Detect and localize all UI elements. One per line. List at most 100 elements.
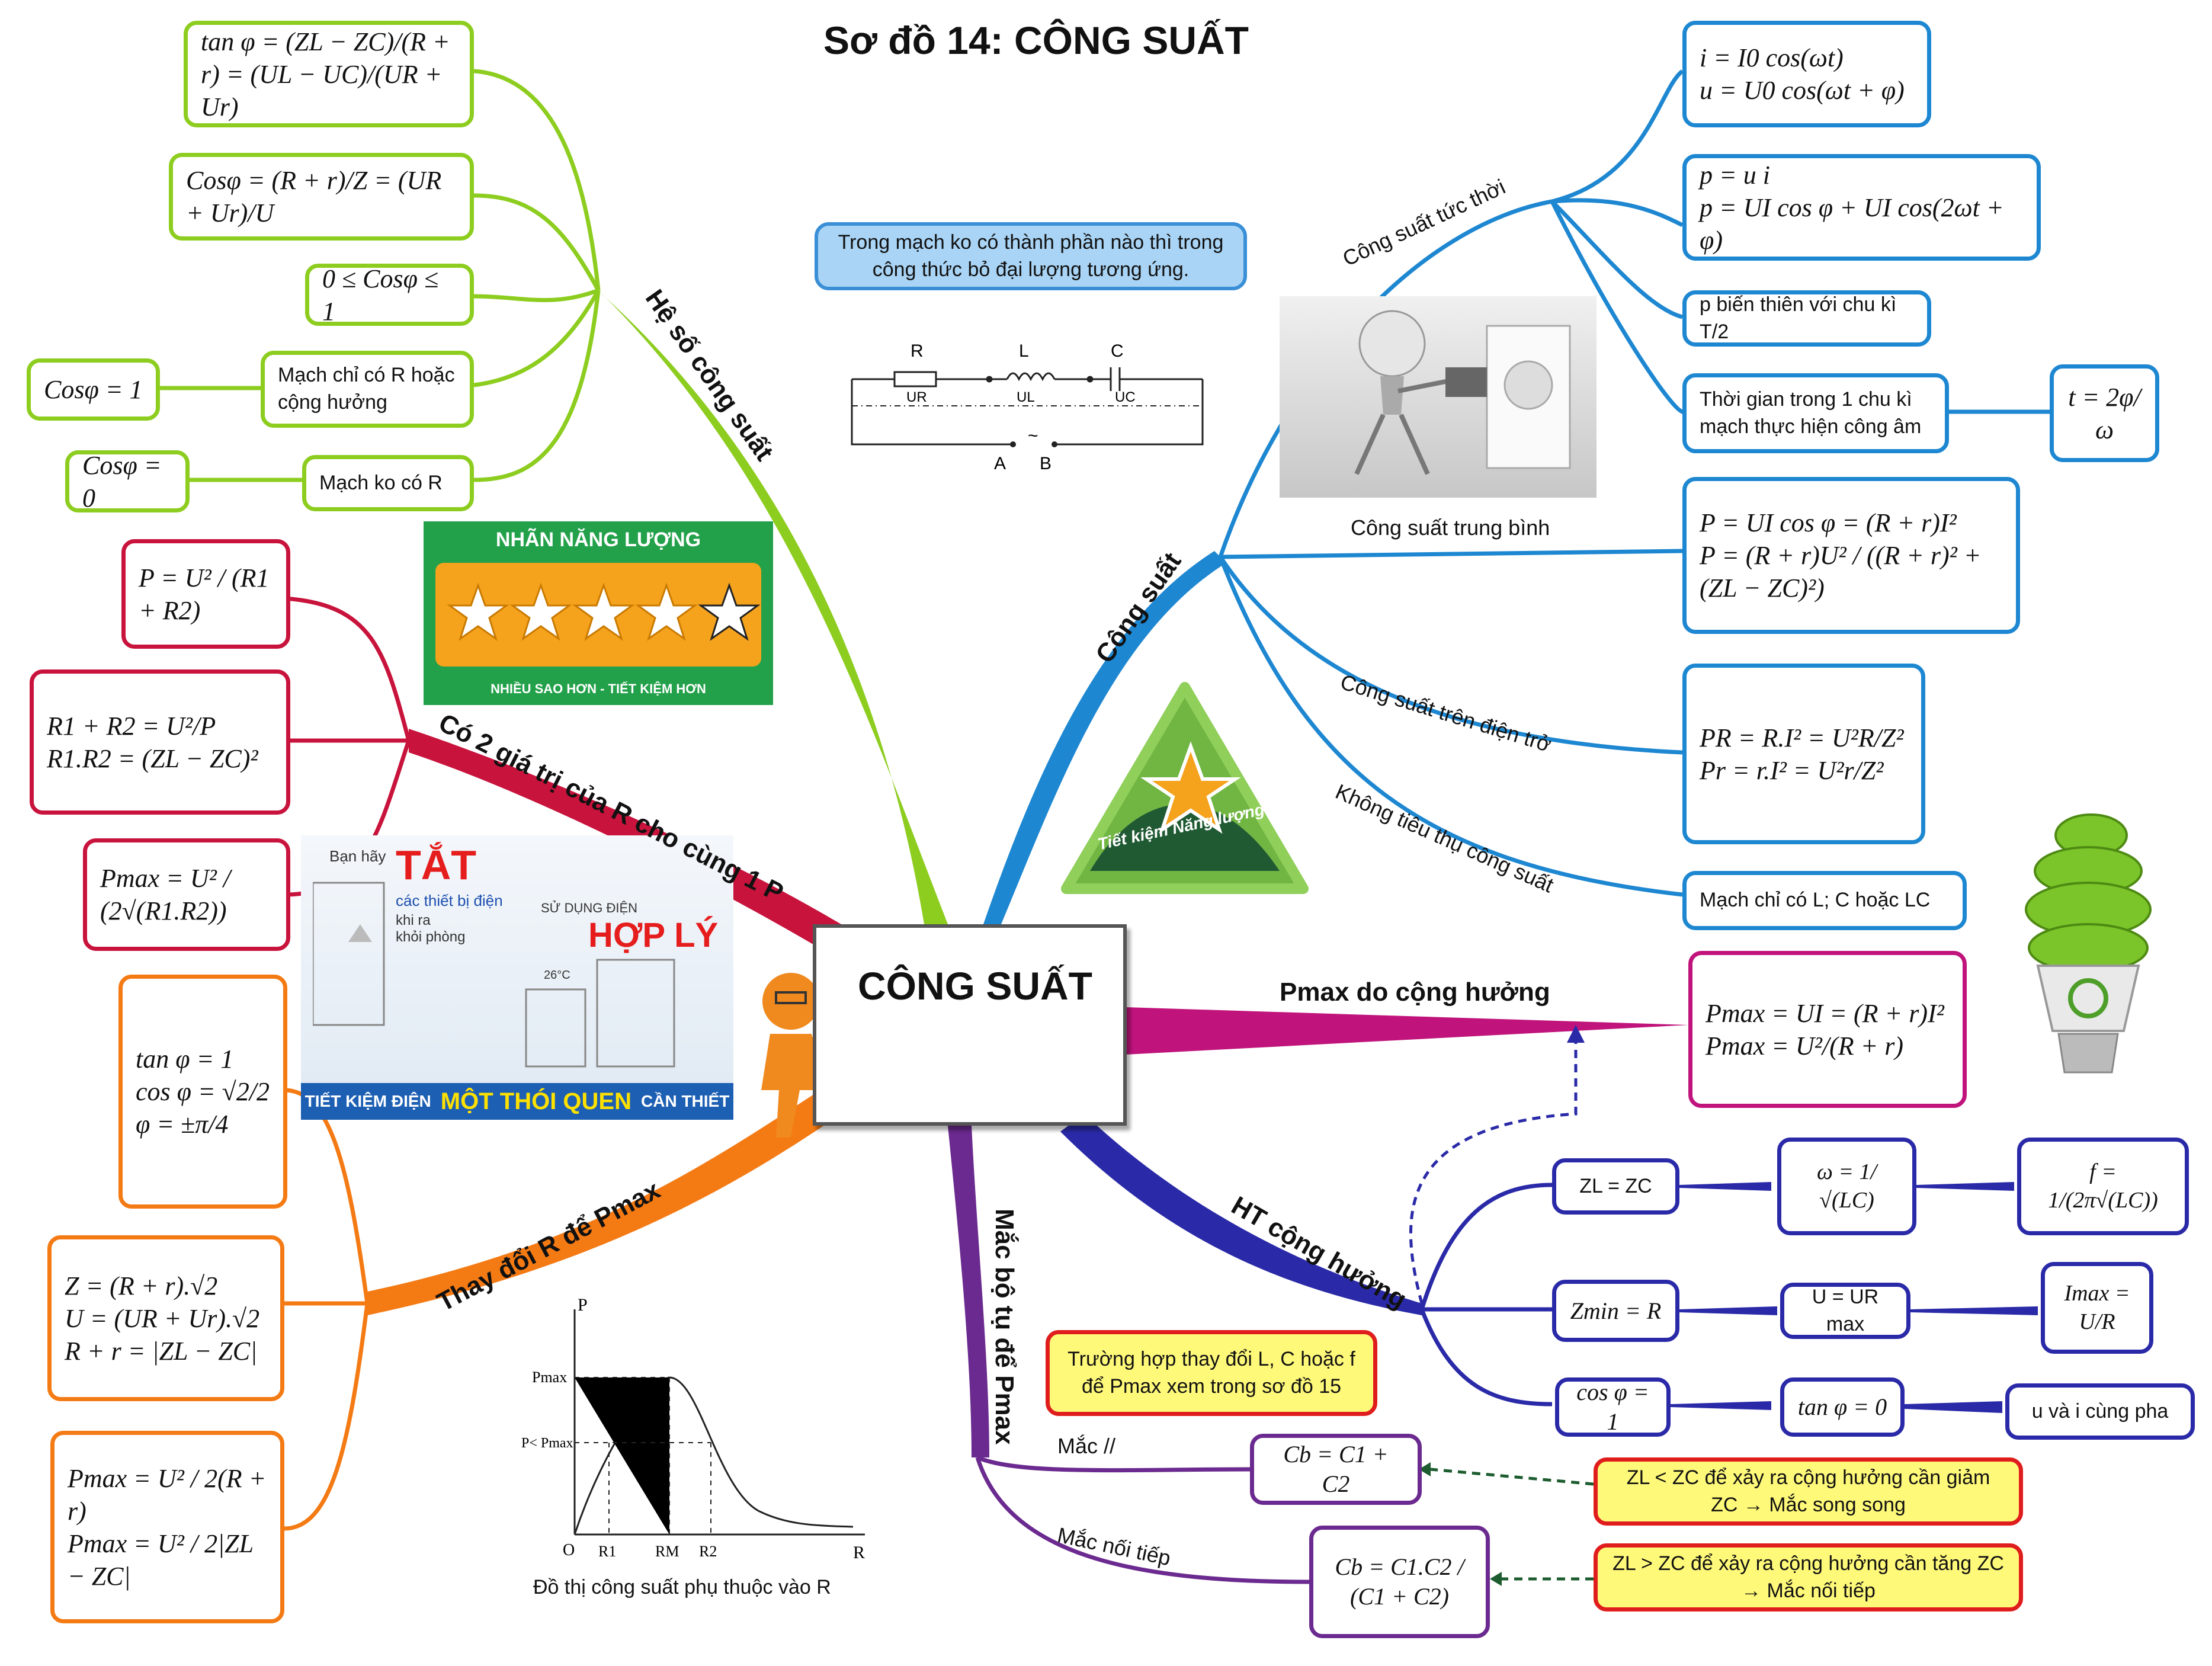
poster-temp: 26°C xyxy=(544,969,570,982)
ht-r1c2: Imax = U/R xyxy=(2064,1281,2130,1334)
tu-noi-tiep-box: Cb = C1.C2 / (C1 + C2) xyxy=(1309,1526,1490,1638)
lightbulb-plug-icon xyxy=(1354,310,1571,475)
branch-cong-suat xyxy=(983,551,1226,924)
graph-xtick-r2: R2 xyxy=(699,1543,717,1560)
ht-r1c0: Zmin = R xyxy=(1570,1297,1662,1324)
thay-doi-angle: tan φ = 1 cos φ = √2/2 φ = ±π/4 xyxy=(136,1045,270,1139)
circuit-uc: UC xyxy=(1115,389,1136,405)
graph-xtick-rm: RM xyxy=(655,1543,679,1560)
cong-suat-p-box: p = u i p = UI cos φ + UI cos(2ωt + φ) xyxy=(1682,154,2041,261)
circuit-c: C xyxy=(1111,341,1124,361)
hai-gia-tri-p-box: P = U² / (R1 + R2) xyxy=(121,539,290,649)
cong-suat-iu: i = I0 cos(ωt) u = U0 cos(ωt + φ) xyxy=(1700,43,1905,105)
pmax-formula: Pmax = UI = (R + r)I² Pmax = U²/(R + r) xyxy=(1706,998,1944,1061)
cong-suat-lc-box: Mạch chỉ có L; C hoặc LC xyxy=(1682,871,1967,930)
cong-suat-period-box: p biến thiên với chu kì T/2 xyxy=(1682,290,1931,347)
bulb-photo xyxy=(1280,296,1597,498)
branch-pmax xyxy=(1126,1007,1688,1055)
tu-note: Trường hợp thay đổi L, C hoặc f để Pmax … xyxy=(1067,1347,1355,1398)
branch-ht-cong-huong xyxy=(1060,1114,1422,1315)
ht-r2c0: cos φ = 1 xyxy=(1576,1379,1649,1435)
poster-ban-hay: Bạn hãy xyxy=(329,847,386,865)
ht-r2c0-box: cos φ = 1 xyxy=(1555,1377,1671,1437)
poster-hop-ly: HỢP LÝ xyxy=(588,916,719,954)
ht-r0c0: ZL = ZC xyxy=(1579,1174,1652,1197)
tu-note-box: Trường hợp thay đổi L, C hoặc f để Pmax … xyxy=(1046,1330,1377,1416)
note-box: Trong mạch ko có thành phần nào thì tron… xyxy=(815,222,1247,290)
he-so-range: 0 ≤ Cosφ ≤ 1 xyxy=(322,264,439,326)
tu-tang-box: ZL > ZC để xảy ra cộng hưởng cần tăng ZC… xyxy=(1594,1543,2023,1611)
poster-thiet-bi: các thiết bị điện xyxy=(396,892,503,909)
cong-suat-t: t = 2φ/ω xyxy=(2068,382,2141,444)
branch-he-so xyxy=(592,284,948,924)
tu-giam: ZL < ZC để xảy ra cộng hưởng cần giảm ZC… xyxy=(1626,1466,1990,1516)
ht-r1c1-box: U = UR max xyxy=(1780,1283,1910,1339)
hai-gia-tri-sum-box: R1 + R2 = U²/P R1.R2 = (ZL − ZC)² xyxy=(30,669,290,815)
circuit-r: R xyxy=(911,341,924,361)
tu-song-song-box: Cb = C1 + C2 xyxy=(1250,1434,1422,1505)
cfl-bulb-icon xyxy=(2025,813,2152,1074)
tu-giam-box: ZL < ZC để xảy ra cộng hưởng cần giảm ZC… xyxy=(1594,1457,2023,1526)
thay-doi-angle-box: tan φ = 1 cos φ = √2/2 φ = ±π/4 xyxy=(118,975,287,1209)
tu-song-song: Cb = C1 + C2 xyxy=(1283,1441,1389,1497)
ht-r0c1-box: ω = 1/√(LC) xyxy=(1777,1138,1916,1235)
he-so-cos-box: Cosφ = (R + r)/Z = (UR + Ur)/U xyxy=(169,153,474,241)
graph-xlabel: R xyxy=(853,1543,865,1562)
cong-suat-lc: Mạch chỉ có L; C hoặc LC xyxy=(1700,889,1931,912)
ht-r0c0-box: ZL = ZC xyxy=(1552,1158,1679,1215)
cong-suat-iu-box: i = I0 cos(ωt) u = U0 cos(ωt + φ) xyxy=(1682,21,1931,127)
label-song-song: Mắc // xyxy=(1057,1434,1116,1458)
energy-label-title: NHÃN NĂNG LƯỢNG xyxy=(495,528,701,551)
thay-doi-z-box: Z = (R + r).√2 U = (UR + Ur).√2 R + r = … xyxy=(47,1235,284,1401)
he-so-cos1: Cosφ = 1 xyxy=(44,375,143,404)
hai-gia-tri-sum: R1 + R2 = U²/P R1.R2 = (ZL − ZC)² xyxy=(47,711,258,773)
hai-gia-tri-p: P = U² / (R1 + R2) xyxy=(139,563,270,625)
center-board: CÔNG SUẤT xyxy=(813,924,1127,1126)
page-title: Sơ đồ 14: CÔNG SUẤT xyxy=(823,18,1249,62)
rlc-circuit-diagram: R L C UR UL UC ~ A B xyxy=(851,341,1204,473)
cong-suat-tb: P = UI cos φ = (R + r)I² P = (R + r)U² /… xyxy=(1700,508,1982,603)
saving-poster: Bạn hãy TẮT các thiết bị điện khi ra khỏ… xyxy=(301,835,733,1120)
branch-thay-doi-r xyxy=(367,1084,841,1315)
he-so-range-box: 0 ≤ Cosφ ≤ 1 xyxy=(305,264,474,326)
energy-label-badge: NHÃN NĂNG LƯỢNG NHIỀU SAO HƠN - TIẾT KIỆ… xyxy=(424,521,773,705)
he-so-tan-box: tan φ = (ZL − ZC)/(R + r) = (UL − UC)/(U… xyxy=(184,21,474,127)
thay-doi-pmax: Pmax = U² / 2(R + r) Pmax = U² / 2|ZL − … xyxy=(68,1463,267,1591)
he-so-r-box: Mạch chỉ có R hoặc cộng hưởng xyxy=(261,351,474,428)
he-so-cos0-box: Cosφ = 0 xyxy=(65,450,190,512)
he-so-no-r: Mạch ko có R xyxy=(319,471,443,494)
cong-suat-period: p biến thiên với chu kì T/2 xyxy=(1700,293,1897,343)
ht-r2c2-box: u và i cùng pha xyxy=(2005,1383,2195,1440)
circuit-tilde: ~ xyxy=(1028,426,1038,446)
hai-gia-tri-pmax-box: Pmax = U² / (2√(R1.R2)) xyxy=(83,838,290,951)
circuit-ur: UR xyxy=(906,389,927,405)
ht-r2c2: u và i cùng pha xyxy=(2031,1399,2169,1422)
poster-hands-icon xyxy=(313,882,675,1068)
tu-tang: ZL > ZC để xảy ra cộng hưởng cần tăng ZC… xyxy=(1612,1552,2004,1602)
graph-ylabel: P xyxy=(578,1297,588,1315)
power-vs-r-graph: P R O Pmax P< Pmax R1 RM R2 xyxy=(521,1297,865,1562)
poster-banner-b: MỘT THÓI QUEN xyxy=(440,1088,631,1114)
star-rating-icon xyxy=(447,582,761,641)
poster-banner-a: TIẾT KIỆM ĐIỆN xyxy=(304,1092,431,1110)
poster-banner-c: CẦN THIẾT xyxy=(641,1092,730,1110)
cong-suat-tb-box: P = UI cos φ = (R + r)I² P = (R + r)U² /… xyxy=(1682,477,2020,634)
energy-label-footer: NHIỀU SAO HƠN - TIẾT KIỆM HƠN xyxy=(491,681,706,696)
he-so-r: Mạch chỉ có R hoặc cộng hưởng xyxy=(278,364,455,414)
tu-noi-tiep: Cb = C1.C2 / (C1 + C2) xyxy=(1335,1553,1464,1610)
he-so-cos0: Cosφ = 0 xyxy=(82,450,162,512)
poster-su-dung: SỬ DỤNG ĐIỆN xyxy=(541,901,638,915)
cong-suat-p: p = u i p = UI cos φ + UI cos(2ωt + φ) xyxy=(1700,160,2004,255)
ht-r2c1: tan φ = 0 xyxy=(1797,1393,1887,1420)
pmax-box: Pmax = UI = (R + r)I² Pmax = U²/(R + r) xyxy=(1688,951,1967,1108)
cong-suat-t-box: t = 2φ/ω xyxy=(2050,364,2159,462)
ht-r0c2: f = 1/(2π√(LC)) xyxy=(2048,1159,2158,1213)
saving-badge-icon xyxy=(1061,682,1309,894)
graph-ytick-pmax: Pmax xyxy=(532,1369,567,1386)
graph-xtick-r1: R1 xyxy=(598,1543,616,1560)
he-so-no-r-box: Mạch ko có R xyxy=(302,455,474,511)
graph-origin: O xyxy=(563,1541,575,1559)
graph-caption: Đồ thị công suất phụ thuộc vào R xyxy=(533,1576,831,1598)
ht-r1c1: U = UR max xyxy=(1812,1285,1879,1335)
